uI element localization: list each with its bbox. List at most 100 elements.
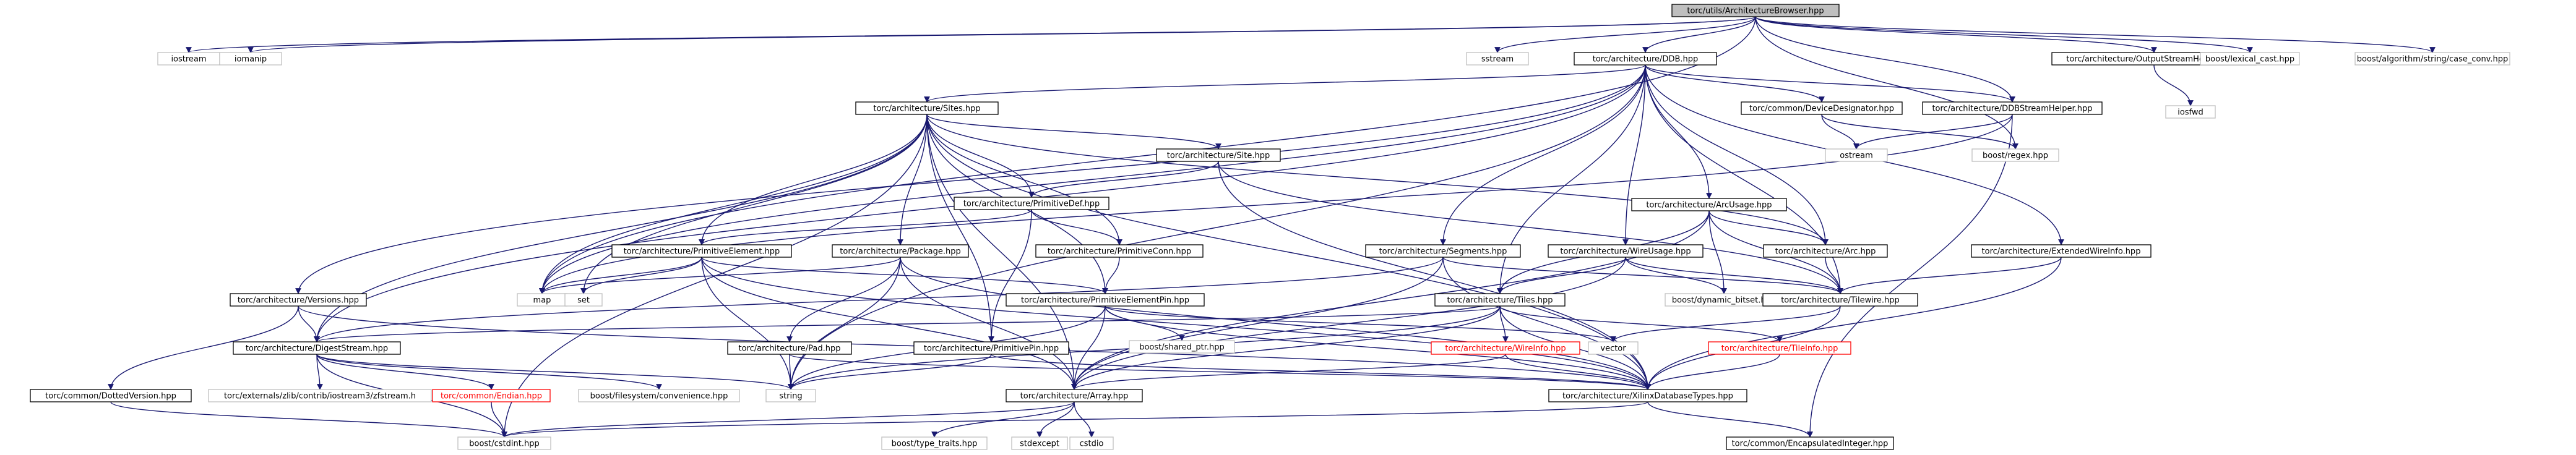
node-caseconv[interactable]: boost/algorithm/string/case_conv.hpp: [2354, 52, 2510, 66]
node-ddb[interactable]: torc/architecture/DDB.hpp: [1574, 52, 1717, 66]
node-primconn[interactable]: torc/architecture/PrimitiveConn.hpp: [1035, 244, 1204, 258]
node-map[interactable]: map: [517, 293, 567, 307]
edge-ddb-to-arcusage: [1645, 64, 1712, 199]
node-set[interactable]: set: [564, 293, 603, 307]
edge-tiles-to-tileinfo: [1499, 305, 1783, 342]
node-box: [230, 293, 367, 307]
node-lexical[interactable]: boost/lexical_cast.hpp: [2200, 52, 2300, 66]
node-label: torc/architecture/Site.hpp: [1167, 151, 1270, 161]
node-stdexcept[interactable]: stdexcept: [1011, 436, 1068, 450]
edge-package-to-pad: [786, 257, 901, 342]
edge-ddb-to-segments: [1440, 64, 1646, 245]
node-label: set: [577, 296, 590, 305]
node-ddbsh[interactable]: torc/architecture/DDBStreamHelper.hpp: [1922, 101, 2103, 115]
edge-primelem-to-array: [701, 257, 1077, 390]
node-xilinx[interactable]: torc/architecture/XilinxDatabaseTypes.hp…: [1548, 389, 1747, 402]
node-label: torc/architecture/ExtendedWireInfo.hpp: [1982, 247, 2141, 257]
node-extwire[interactable]: torc/architecture/ExtendedWireInfo.hpp: [1971, 244, 2152, 258]
node-box: [1006, 389, 1143, 402]
node-wireinfo[interactable]: torc/architecture/WireInfo.hpp: [1431, 341, 1580, 355]
edge-root-to-ddb: [1642, 16, 1756, 53]
node-cstdint[interactable]: boost/cstdint.hpp: [457, 436, 551, 450]
node-primdef[interactable]: torc/architecture/PrimitiveDef.hpp: [954, 197, 1109, 210]
node-primelempin[interactable]: torc/architecture/PrimitiveElementPin.hp…: [1006, 293, 1205, 307]
node-label: torc/common/DottedVersion.hpp: [45, 392, 176, 401]
node-endian[interactable]: torc/common/Endian.hpp: [432, 389, 551, 402]
edge-root-to-lexical: [1755, 16, 2253, 53]
edge-sites-to-primpin: [926, 114, 994, 342]
edge-versions-to-dotted: [108, 305, 299, 390]
node-primelem[interactable]: torc/architecture/PrimitiveElement.hpp: [611, 244, 792, 258]
node-tileinfo[interactable]: torc/architecture/TileInfo.hpp: [1708, 341, 1851, 355]
node-box: [1006, 293, 1205, 307]
node-digest[interactable]: torc/architecture/DigestStream.hpp: [233, 341, 401, 355]
node-sites[interactable]: torc/architecture/Sites.hpp: [855, 101, 999, 115]
edge-primelem-to-string: [701, 257, 794, 390]
node-iostream[interactable]: iostream: [157, 52, 220, 66]
edge-endian-to-cstdint: [491, 401, 507, 438]
node-ostream[interactable]: ostream: [1825, 148, 1888, 162]
node-label: torc/common/Endian.hpp: [441, 392, 542, 401]
edge-ddb-to-devdes: [1645, 64, 1825, 103]
node-pad[interactable]: torc/architecture/Pad.hpp: [727, 341, 852, 355]
node-vector[interactable]: vector: [1588, 341, 1639, 355]
node-array[interactable]: torc/architecture/Array.hpp: [1006, 389, 1143, 402]
edge-sites-to-primdef: [926, 114, 1035, 198]
node-arc[interactable]: torc/architecture/Arc.hpp: [1763, 244, 1888, 258]
node-segments[interactable]: torc/architecture/Segments.hpp: [1365, 244, 1521, 258]
node-tiles[interactable]: torc/architecture/Tiles.hpp: [1434, 293, 1566, 307]
node-box: [30, 389, 192, 402]
edge-tileinfo-to-xilinx: [1645, 354, 1780, 390]
node-site[interactable]: torc/architecture/Site.hpp: [1156, 148, 1281, 162]
edge-devdes-to-regex: [1821, 114, 2018, 150]
edge-root-to-iomanip: [248, 16, 1756, 53]
edge-extwire-to-xilinx: [1645, 257, 2062, 390]
edge-sites-to-package: [897, 114, 928, 245]
node-cstdio[interactable]: cstdio: [1069, 436, 1114, 450]
node-label: sstream: [1481, 55, 1514, 64]
node-encint[interactable]: torc/common/EncapsulatedInteger.hpp: [1726, 436, 1894, 450]
node-box: [1365, 244, 1521, 258]
node-iosfwd[interactable]: iosfwd: [2165, 105, 2216, 119]
node-box: [1156, 148, 1281, 162]
edge-root-to-map: [539, 16, 1756, 294]
edge-sites-to-map: [539, 114, 928, 294]
node-iomanip[interactable]: iomanip: [219, 52, 282, 66]
node-box: [1971, 244, 2152, 258]
node-dotted[interactable]: torc/common/DottedVersion.hpp: [30, 389, 192, 402]
node-box: [1741, 101, 1903, 115]
edge-primpin-to-string: [788, 354, 992, 390]
node-box: [457, 436, 551, 450]
node-devdes[interactable]: torc/common/DeviceDesignator.hpp: [1741, 101, 1903, 115]
node-arcusage[interactable]: torc/architecture/ArcUsage.hpp: [1631, 198, 1787, 211]
node-wireusage[interactable]: torc/architecture/WireUsage.hpp: [1548, 244, 1704, 258]
node-sstream[interactable]: sstream: [1466, 52, 1529, 66]
node-box: [1035, 244, 1204, 258]
node-box: [855, 101, 999, 115]
edge-package-to-array: [900, 257, 1077, 390]
node-dynbitset[interactable]: boost/dynamic_bitset.hpp: [1665, 293, 1783, 307]
node-label: torc/architecture/Pad.hpp: [738, 344, 840, 354]
node-zfstream[interactable]: torc/externals/zlib/contrib/iostream3/zf…: [208, 389, 432, 402]
node-tilewire[interactable]: torc/architecture/Tilewire.hpp: [1762, 293, 1918, 307]
edge-sites-to-arc: [926, 114, 1829, 245]
node-fsconv[interactable]: boost/filesystem/convenience.hpp: [578, 389, 740, 402]
node-box: [208, 389, 432, 402]
node-primpin[interactable]: torc/architecture/PrimitivePin.hpp: [913, 341, 1069, 355]
node-package[interactable]: torc/architecture/Package.hpp: [832, 244, 969, 258]
edge-ddb-to-sites: [924, 64, 1646, 103]
node-label: map: [533, 296, 551, 305]
edge-array-to-cstdint: [501, 401, 1075, 438]
edge-digest-to-endian: [316, 354, 494, 390]
node-root[interactable]: torc/utils/ArchitectureBrowser.hpp: [1671, 4, 1840, 17]
edge-sites-to-set: [580, 114, 928, 294]
node-regex[interactable]: boost/regex.hpp: [1971, 148, 2059, 162]
node-versions[interactable]: torc/architecture/Versions.hpp: [230, 293, 367, 307]
node-typetraits[interactable]: boost/type_traits.hpp: [881, 436, 988, 450]
node-sharedptr[interactable]: boost/shared_ptr.hpp: [1129, 340, 1235, 354]
node-label: boost/lexical_cast.hpp: [2205, 55, 2294, 64]
node-label: torc/architecture/Tiles.hpp: [1447, 296, 1553, 305]
node-string[interactable]: string: [765, 389, 816, 402]
node-box: [1434, 293, 1566, 307]
node-box: [1431, 341, 1580, 355]
